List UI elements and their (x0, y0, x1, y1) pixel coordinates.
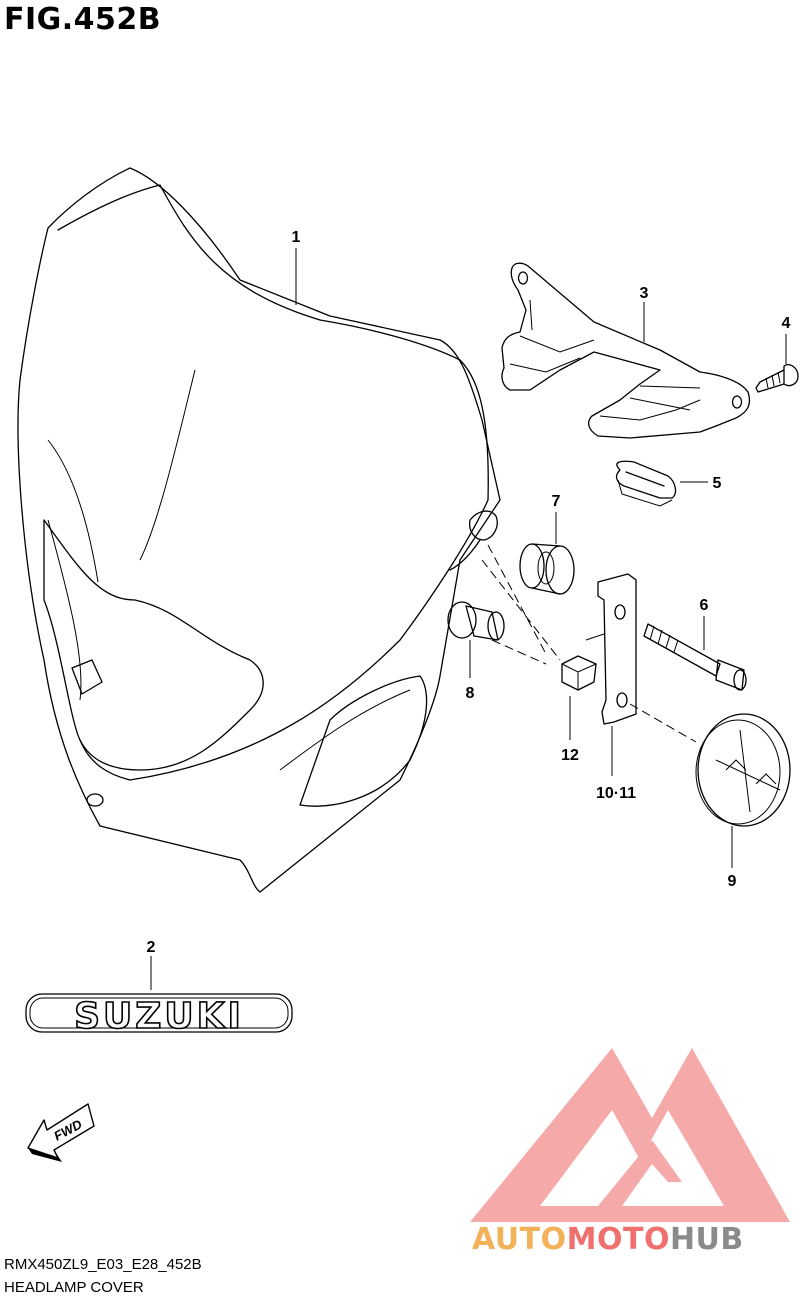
assembly-dashed-line (629, 703, 697, 743)
callout-9: 9 (728, 873, 737, 890)
callout-5: 5 (713, 475, 722, 492)
callout-1: 1 (292, 229, 301, 246)
bracket-part (501, 262, 751, 439)
watermark-hub: HUB (669, 1222, 744, 1257)
callout-7: 7 (552, 493, 561, 510)
callout-4: 4 (782, 315, 791, 332)
callout-12: 12 (561, 747, 579, 764)
suzuki-emblem: SUZUKI (25, 993, 293, 1038)
figure-title: FIG.452B (4, 2, 162, 37)
figure-name: HEADLAMP COVER (4, 1279, 144, 1296)
fwd-arrow-icon: FWD (27, 1103, 95, 1162)
automotohub-logo-icon (470, 1048, 790, 1222)
collar-part (447, 601, 505, 641)
callout-10-11: 10·11 (596, 785, 636, 802)
bolt-part (643, 623, 747, 691)
screw-part (755, 364, 799, 393)
emblem-text: SUZUKI (74, 996, 244, 1037)
plate-part (585, 573, 637, 725)
grommet-part (615, 460, 677, 507)
watermark-moto: MOTO (566, 1222, 670, 1257)
callout-6: 6 (700, 597, 709, 614)
callout-3: 3 (640, 285, 649, 302)
watermark-brand: AUTOMOTOHUB (472, 1222, 744, 1257)
cap-part (695, 713, 791, 827)
assembly-dashed-line (481, 544, 561, 665)
rubber-cushion-part (519, 543, 575, 595)
callout-8: 8 (466, 685, 475, 702)
figure-code: RMX450ZL9_E03_E28_452B (4, 1256, 202, 1273)
nut-part (561, 655, 597, 691)
callout-2: 2 (147, 939, 156, 956)
watermark-auto: AUTO (472, 1222, 567, 1257)
headlamp-cover-part (17, 167, 501, 893)
